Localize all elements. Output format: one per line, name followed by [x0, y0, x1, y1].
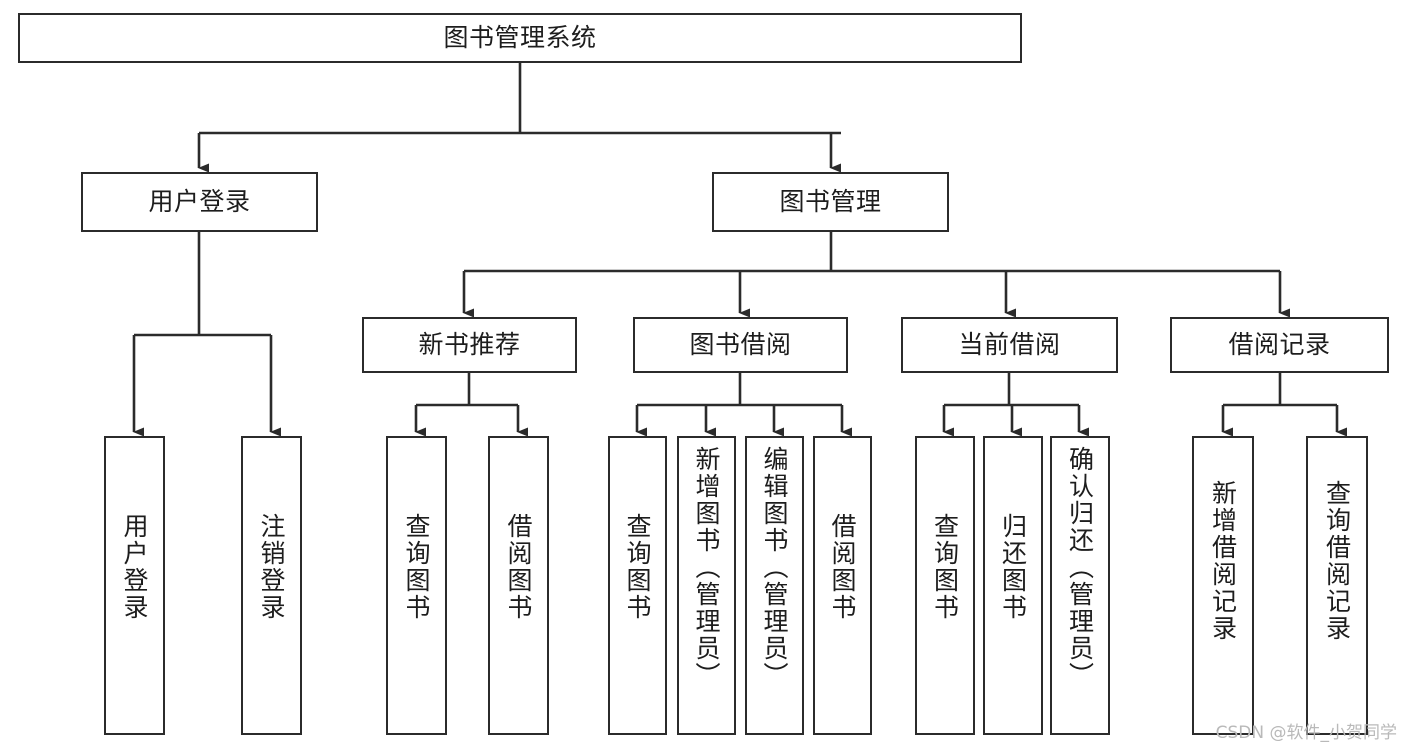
node-label: 用户登录: [148, 187, 251, 217]
leaf-borrow-book-borrow[interactable]: 借阅图书: [813, 436, 872, 735]
node-label: 归还图书: [998, 513, 1028, 621]
node-label: 图书借阅: [689, 330, 792, 360]
node-root-book-management-system[interactable]: 图书管理系统: [18, 13, 1022, 63]
csdn-watermark: CSDN @软件_小贺同学: [1215, 723, 1397, 743]
leaf-user-login[interactable]: 用户登录: [104, 436, 165, 735]
leaf-confirm-return-admin[interactable]: 确认归还（管理员）: [1050, 436, 1110, 735]
node-book-borrowing[interactable]: 图书借阅: [633, 317, 848, 373]
leaf-edit-book-admin[interactable]: 编辑图书（管理员）: [745, 436, 804, 735]
leaf-query-borrow-record[interactable]: 查询借阅记录: [1306, 436, 1368, 735]
node-borrowing-record[interactable]: 借阅记录: [1170, 317, 1389, 373]
node-user-login[interactable]: 用户登录: [81, 172, 318, 232]
node-label: 编辑图书（管理员）: [760, 446, 789, 689]
node-label: 查询图书: [930, 513, 960, 621]
node-label: 新增借阅记录: [1208, 480, 1238, 642]
node-label: 当前借阅: [958, 330, 1061, 360]
leaf-add-book-admin[interactable]: 新增图书（管理员）: [677, 436, 736, 735]
node-label: 借阅图书: [828, 513, 857, 621]
node-label: 借阅记录: [1228, 330, 1331, 360]
node-label: 查询图书: [402, 513, 431, 621]
node-label: 借阅图书: [504, 513, 533, 621]
node-label: 新增图书（管理员）: [692, 446, 721, 689]
node-new-book-recommendation[interactable]: 新书推荐: [362, 317, 577, 373]
node-label: 图书管理: [779, 187, 882, 217]
leaf-query-book-recommend[interactable]: 查询图书: [386, 436, 447, 735]
node-label: 新书推荐: [418, 330, 521, 360]
leaf-query-book-current[interactable]: 查询图书: [915, 436, 975, 735]
node-label: 用户登录: [120, 513, 149, 621]
leaf-add-borrow-record[interactable]: 新增借阅记录: [1192, 436, 1254, 735]
node-label: 确认归还（管理员）: [1065, 446, 1095, 689]
node-label: 查询图书: [623, 513, 652, 621]
leaf-borrow-book-recommend[interactable]: 借阅图书: [488, 436, 549, 735]
node-book-management[interactable]: 图书管理: [712, 172, 949, 232]
node-label: 注销登录: [257, 513, 286, 621]
node-current-borrowing[interactable]: 当前借阅: [901, 317, 1118, 373]
node-label: 查询借阅记录: [1322, 480, 1352, 642]
leaf-return-book[interactable]: 归还图书: [983, 436, 1043, 735]
leaf-query-book-borrow[interactable]: 查询图书: [608, 436, 667, 735]
node-label: 图书管理系统: [443, 23, 597, 53]
leaf-user-logout[interactable]: 注销登录: [241, 436, 302, 735]
